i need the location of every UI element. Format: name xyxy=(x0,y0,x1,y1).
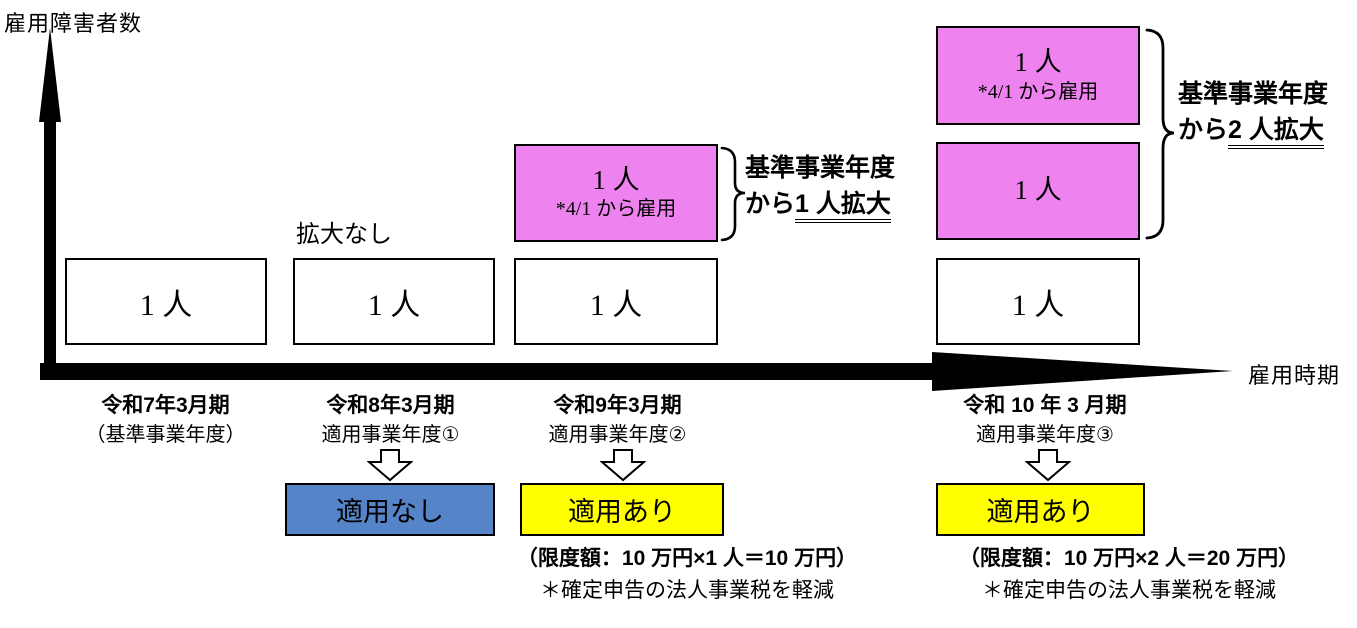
status-r10-label: 適用あり xyxy=(986,497,1095,527)
period-r9-year: 令和9年3月期 xyxy=(553,394,682,417)
period-r10: 令和 10 年 3 月期 適用事業年度③ xyxy=(925,392,1165,449)
status-box-r10-applied: 適用あり xyxy=(936,483,1145,536)
period-r7-sub: （基準事業年度） xyxy=(85,424,246,446)
annotation-r10-prefix: から xyxy=(1178,116,1229,144)
base-box-r7: 1 人 xyxy=(65,258,267,345)
period-r7: 令和7年3月期 （基準事業年度） xyxy=(48,392,283,449)
base-box-r10: 1 人 xyxy=(936,258,1140,345)
brace-1-person xyxy=(720,146,746,242)
period-r9-sub: 適用事業年度② xyxy=(548,424,687,446)
annotation-r9-underlined: 1 人拡大 xyxy=(795,190,891,223)
expansion-box-r9: 1 人 *4/1 から雇用 xyxy=(514,144,718,242)
annotation-r9-prefix: から xyxy=(745,190,796,218)
base-box-r8: 1 人 xyxy=(293,258,495,345)
down-arrow-r10 xyxy=(1025,449,1071,482)
annotation-r9-line1: 基準事業年度 xyxy=(745,154,896,182)
period-r10-sub: 適用事業年度③ xyxy=(976,424,1114,446)
expansion-box-r10-bottom: 1 人 xyxy=(936,142,1140,240)
x-axis-arrow xyxy=(40,352,1233,391)
base-box-r10-count: 1 人 xyxy=(1011,288,1065,322)
base-box-r8-count: 1 人 xyxy=(367,288,421,322)
expansion-box-r10-top: 1 人 *4/1 から雇用 xyxy=(936,26,1140,125)
limit-note-r10-detail: ＊確定申告の法人事業税を軽減 xyxy=(982,579,1276,602)
expansion-annotation-r9: 基準事業年度 から1 人拡大 xyxy=(745,150,896,223)
limit-note-r9-detail: ＊確定申告の法人事業税を軽減 xyxy=(540,579,834,602)
period-r8-year: 令和8年3月期 xyxy=(326,394,455,417)
base-box-r9: 1 人 xyxy=(514,258,718,345)
annotation-r10-underlined: 2 人拡大 xyxy=(1228,116,1324,149)
limit-note-r10-amount: （限度額：10 万円×2 人＝20 万円） xyxy=(958,547,1300,570)
limit-note-r9: （限度額：10 万円×1 人＝10 万円） ＊確定申告の法人事業税を軽減 xyxy=(472,546,902,604)
expansion-box-r9-count: 1 人 xyxy=(592,164,640,195)
down-arrow-r8 xyxy=(367,449,413,482)
no-expansion-label: 拡大なし xyxy=(296,221,392,248)
x-axis-label: 雇用時期 xyxy=(1248,363,1341,388)
base-box-r9-count: 1 人 xyxy=(589,288,643,322)
period-r10-year: 令和 10 年 3 月期 xyxy=(963,394,1127,417)
period-r7-year: 令和7年3月期 xyxy=(101,394,230,417)
limit-note-r10: （限度額：10 万円×2 人＝20 万円） ＊確定申告の法人事業税を軽減 xyxy=(903,546,1355,604)
period-r8: 令和8年3月期 適用事業年度① xyxy=(278,392,503,449)
expansion-box-r10-top-count: 1 人 xyxy=(1014,47,1062,78)
expansion-box-r10-top-hire-date: *4/1 から雇用 xyxy=(977,80,1099,103)
annotation-r9-line2: から1 人拡大 xyxy=(745,186,895,223)
status-box-r8-not-applied: 適用なし xyxy=(285,483,495,536)
limit-note-r9-amount: （限度額：10 万円×1 人＝10 万円） xyxy=(516,547,858,570)
y-axis-arrow xyxy=(39,28,61,380)
expansion-box-r9-hire-date: *4/1 から雇用 xyxy=(555,198,677,221)
period-r9: 令和9年3月期 適用事業年度② xyxy=(505,392,730,449)
period-r8-sub: 適用事業年度① xyxy=(321,424,460,446)
status-r8-label: 適用なし xyxy=(336,497,444,527)
brace-2-person xyxy=(1145,28,1175,240)
expansion-box-r10-bottom-count: 1 人 xyxy=(1014,175,1062,206)
down-arrow-r9 xyxy=(600,449,646,482)
expansion-annotation-r10: 基準事業年度 から2 人拡大 xyxy=(1178,76,1329,149)
status-r9-label: 適用あり xyxy=(568,497,676,527)
base-box-r7-count: 1 人 xyxy=(139,288,193,322)
annotation-r10-line2: から2 人拡大 xyxy=(1178,112,1328,149)
annotation-r10-line1: 基準事業年度 xyxy=(1178,80,1329,108)
status-box-r9-applied: 適用あり xyxy=(520,483,724,536)
y-axis-label: 雇用障害者数 xyxy=(4,11,143,36)
